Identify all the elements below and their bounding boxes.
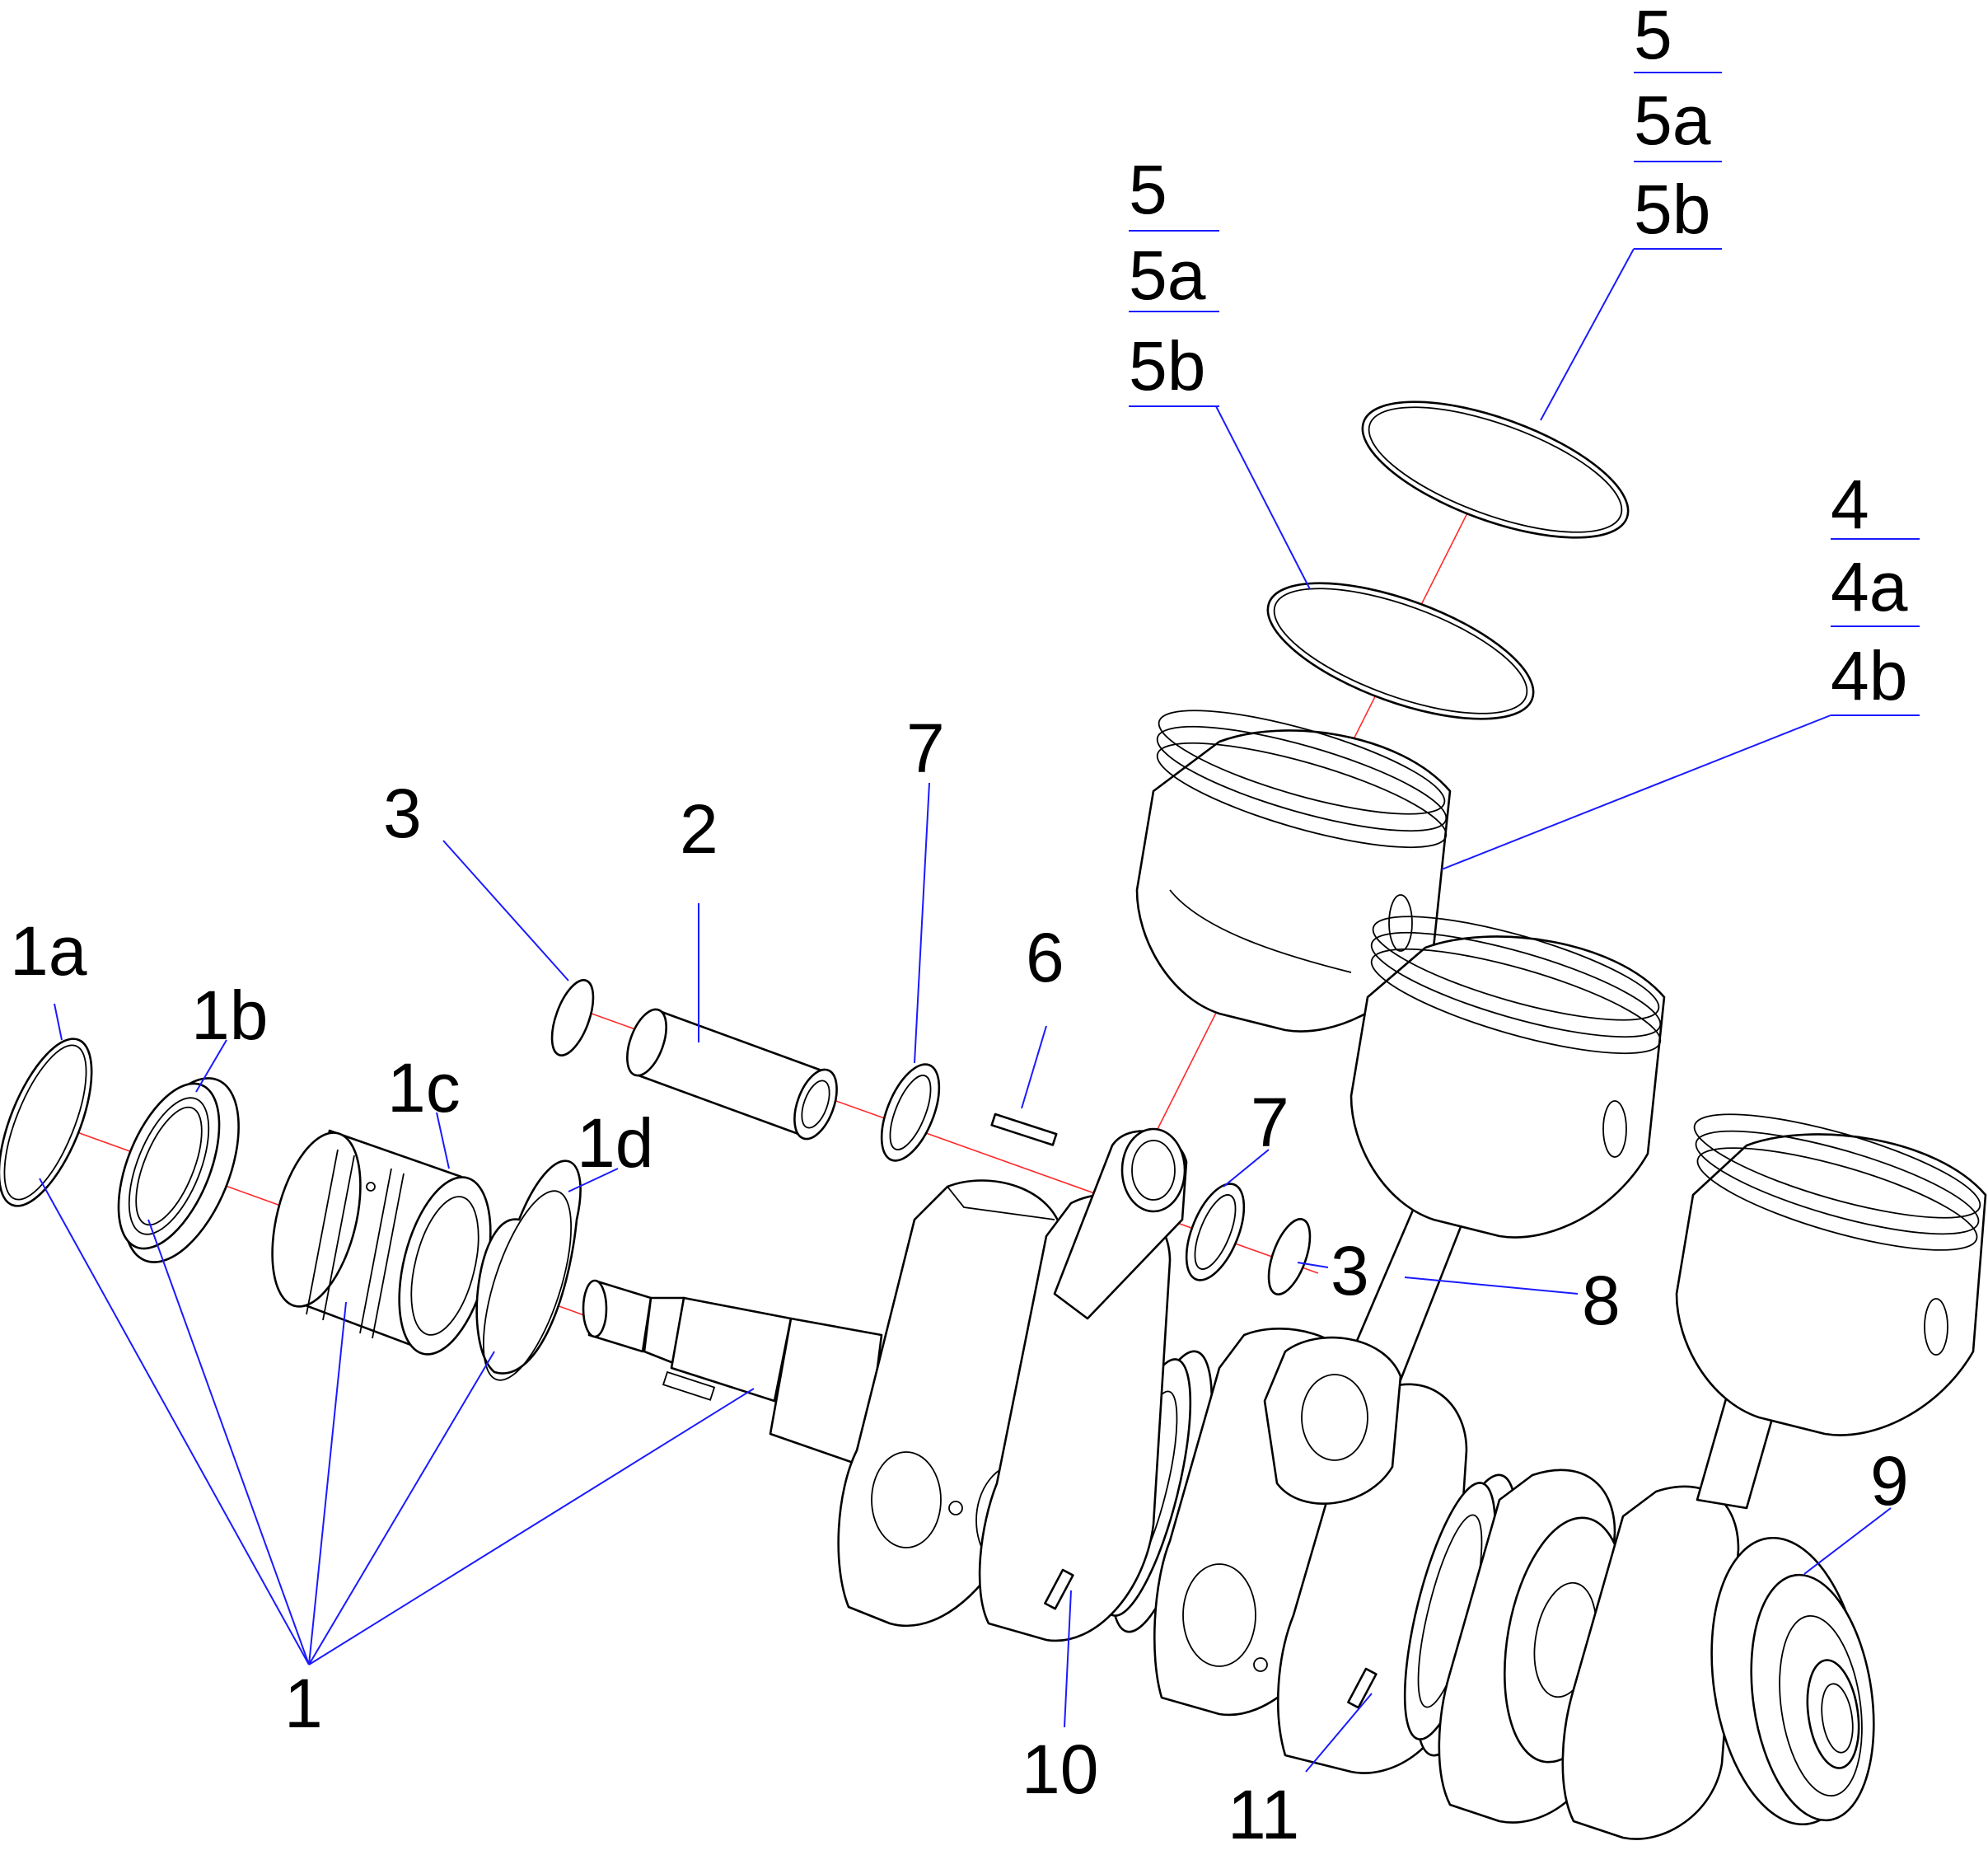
label-1c: 1c xyxy=(387,1049,461,1127)
label-3-top: 3 xyxy=(383,775,422,852)
label-underlines xyxy=(1129,72,1920,716)
part-11-pin xyxy=(1347,1667,1378,1709)
label-10: 10 xyxy=(1022,1731,1099,1808)
part-7-thrust-washers xyxy=(880,1063,1246,1281)
part-1d-circlip xyxy=(475,1159,582,1381)
label-1b: 1b xyxy=(191,977,269,1054)
label-6: 6 xyxy=(1026,919,1064,996)
part-1a-ring xyxy=(0,1038,93,1207)
part-6-needle-pin xyxy=(990,1113,1058,1146)
label-4b: 4b xyxy=(1831,637,1908,714)
label-7-left: 7 xyxy=(906,710,945,787)
crankshaft xyxy=(582,1179,1875,1840)
part-2-piston-pin xyxy=(626,1008,838,1141)
part-1b-oil-seal xyxy=(117,1077,240,1263)
label-11: 11 xyxy=(1228,1776,1300,1853)
label-5-top: 5 xyxy=(1634,0,1672,73)
label-4a: 4a xyxy=(1831,548,1908,625)
label-2: 2 xyxy=(680,790,718,868)
label-5a-top: 5a xyxy=(1634,82,1711,159)
part-9-rear-bearing xyxy=(1710,1536,1875,1826)
part-3-circlips xyxy=(550,979,1312,1295)
label-1d: 1d xyxy=(577,1104,654,1182)
label-9: 9 xyxy=(1870,1442,1909,1520)
label-1: 1 xyxy=(284,1665,323,1742)
label-5a-mid: 5a xyxy=(1129,237,1206,314)
part-10-pin xyxy=(1044,1568,1074,1610)
label-4: 4 xyxy=(1831,466,1869,543)
part-1c-bearing xyxy=(271,1129,492,1356)
leader-lines xyxy=(39,248,1892,1773)
label-5b-top: 5b xyxy=(1634,171,1711,248)
label-8: 8 xyxy=(1582,1262,1621,1339)
label-3-right: 3 xyxy=(1331,1232,1369,1309)
label-5-mid: 5 xyxy=(1129,151,1167,228)
label-7-right: 7 xyxy=(1251,1084,1289,1161)
label-5b-mid: 5b xyxy=(1129,327,1206,405)
part-5-piston-rings xyxy=(1266,401,1630,720)
part-4-pistons xyxy=(1135,710,1987,1436)
label-1a: 1a xyxy=(10,912,87,990)
